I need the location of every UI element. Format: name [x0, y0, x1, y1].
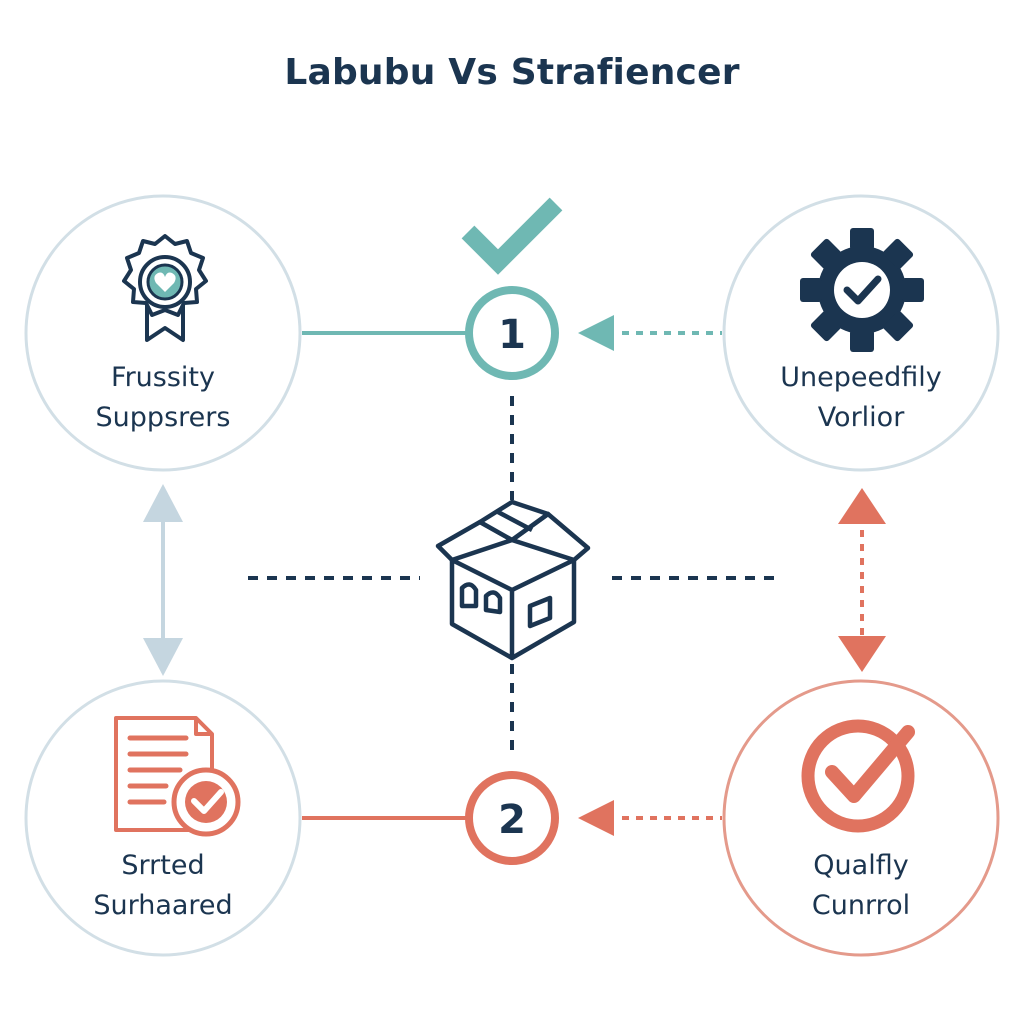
document-check-icon: [114, 716, 241, 837]
step-badge-2-number: 2: [498, 797, 526, 843]
node-label-top-right-line1: Unepeedfily: [780, 362, 942, 393]
node-label-bottom-left: Srrted Surhaared: [43, 846, 283, 926]
open-box-icon: [435, 499, 591, 661]
node-label-top-left-line2: Suppsrers: [95, 402, 231, 433]
check-circle-icon: [801, 719, 915, 833]
node-label-bottom-right-line2: Cunrrol: [811, 890, 911, 921]
arrowhead-bottom-coral: [578, 800, 614, 836]
arrowhead-right-down: [838, 636, 886, 672]
node-circle-top-left: [24, 194, 302, 472]
step-badge-2: 2: [465, 771, 559, 865]
arrowhead-left-up: [143, 484, 183, 522]
checkmark-icon: [461, 197, 563, 275]
node-label-bottom-right: Qualfly Cunrrol: [741, 846, 981, 926]
node-label-top-left-line1: Frussity: [111, 362, 215, 393]
gear-check-icon: [800, 228, 924, 352]
arrowhead-right-up: [838, 488, 886, 524]
node-label-bottom-left-line1: Srrted: [121, 850, 205, 881]
node-label-bottom-left-line2: Surhaared: [93, 890, 233, 921]
node-label-bottom-right-line1: Qualfly: [813, 850, 909, 881]
arrowhead-left-down: [143, 638, 183, 676]
award-badge-icon: [122, 234, 208, 342]
node-label-top-left: Frussity Suppsrers: [43, 358, 283, 438]
diagram-title: Labubu Vs Strafiencer: [284, 52, 740, 93]
node-label-top-right-line2: Vorlior: [817, 402, 905, 433]
step-badge-1-number: 1: [498, 312, 526, 358]
step-badge-1: 1: [465, 286, 559, 380]
arrowhead-top-teal: [578, 315, 614, 351]
node-label-top-right: Unepeedfily Vorlior: [741, 358, 981, 438]
